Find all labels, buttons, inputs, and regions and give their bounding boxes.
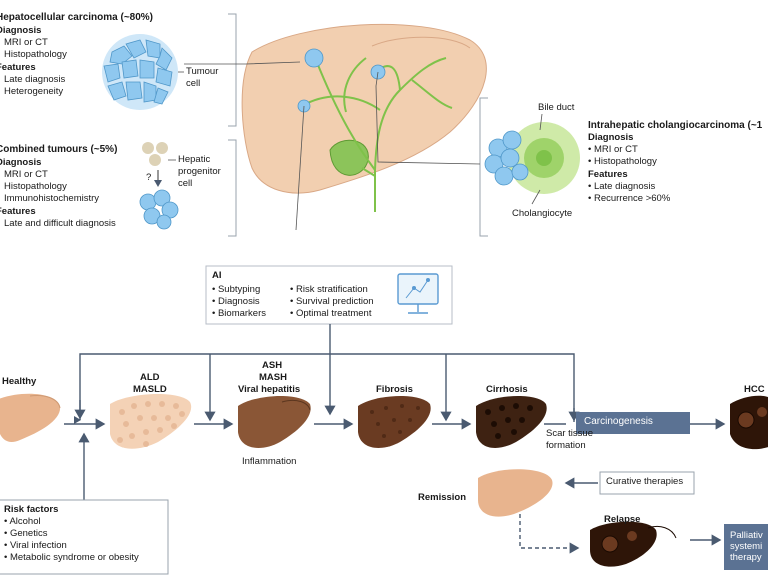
hcc-feat-heading: Features bbox=[0, 62, 36, 73]
risk-item-metabolic: • Metabolic syndrome or obesity bbox=[4, 552, 139, 563]
combined-diag-3: Immunohistochemistry bbox=[4, 193, 100, 204]
ai-item-biomarkers: • Biomarkers bbox=[212, 308, 267, 319]
progenitor-cell-label: Hepatic progenitor cell bbox=[178, 154, 221, 189]
stage-masld: MASLD bbox=[133, 384, 167, 395]
inflammation-label: Inflammation bbox=[242, 456, 297, 467]
combined-diag-2: Histopathology bbox=[4, 181, 67, 192]
ai-item-subtyping: • Subtyping bbox=[212, 284, 261, 295]
hcc-bracket bbox=[228, 13, 237, 127]
curative-box bbox=[599, 471, 695, 495]
stage-cirrhosis: Cirrhosis bbox=[486, 384, 528, 395]
remission-liver bbox=[478, 469, 553, 517]
palliative-label: Palliativ systemi therapy bbox=[730, 530, 763, 563]
icc-diag-heading: Diagnosis bbox=[588, 132, 634, 143]
risk-item-genetics: • Genetics bbox=[4, 528, 48, 539]
inflamed-liver bbox=[238, 395, 311, 448]
combined-diag-heading: Diagnosis bbox=[0, 157, 42, 168]
hcc-liver bbox=[730, 395, 768, 450]
tumour-cell-label: Tumour cell bbox=[186, 66, 219, 89]
combined-feat-1: Late and difficult diagnosis bbox=[4, 218, 116, 229]
remission-label: Remission bbox=[418, 492, 467, 503]
carcinogenesis-box bbox=[576, 412, 690, 434]
hcc-diag-1: MRI or CT bbox=[4, 37, 48, 48]
combined-bracket bbox=[228, 139, 237, 237]
hcc-diag-2: Histopathology bbox=[4, 49, 67, 60]
combined-title: Combined tumours (~5%) bbox=[0, 144, 118, 155]
central-liver-illustration bbox=[241, 23, 487, 212]
icc-diag-1: • MRI or CT bbox=[588, 144, 638, 155]
carcinogenesis-label: Carcinogenesis bbox=[584, 416, 653, 427]
stage-fibrosis: Fibrosis bbox=[376, 384, 413, 395]
stage-mash: MASH bbox=[259, 372, 287, 383]
stage-viral-hepatitis: Viral hepatitis bbox=[238, 384, 301, 395]
ai-item-diagnosis: • Diagnosis bbox=[212, 296, 260, 307]
cholangiocyte-label: Cholangiocyte bbox=[512, 208, 573, 219]
curative-label: Curative therapies bbox=[606, 476, 684, 487]
icc-feat-1: • Late diagnosis bbox=[588, 181, 656, 192]
hepatic-progenitor-cells bbox=[139, 142, 179, 230]
combined-feat-heading: Features bbox=[0, 206, 36, 217]
relapse-liver bbox=[590, 521, 677, 567]
relapse-label: Relapse bbox=[604, 514, 641, 525]
palliative-box bbox=[724, 524, 768, 570]
bile-duct-cross-section bbox=[484, 122, 580, 194]
risk-item-alcohol: • Alcohol bbox=[4, 516, 41, 527]
cirrhotic-liver bbox=[476, 395, 547, 448]
stage-hcc: HCC bbox=[744, 384, 765, 395]
fatty-liver bbox=[110, 393, 192, 449]
hcc-title: Hepatocellular carcinoma (~80%) bbox=[0, 12, 154, 23]
icc-diag-2: • Histopathology bbox=[588, 156, 657, 167]
stage-ash: ASH bbox=[262, 360, 283, 371]
healthy-liver bbox=[0, 393, 61, 442]
hcc-feat-1: Late diagnosis bbox=[4, 74, 66, 85]
tumour-cell-cluster bbox=[102, 34, 178, 110]
risk-box bbox=[0, 499, 169, 575]
risk-title: Risk factors bbox=[4, 504, 59, 515]
bile-duct-label: Bile duct bbox=[538, 102, 575, 113]
ai-item-survival-prediction: • Survival prediction bbox=[290, 296, 374, 307]
icc-bracket bbox=[479, 97, 488, 237]
hcc-feat-2: Heterogeneity bbox=[4, 86, 64, 97]
stage-ald: ALD bbox=[140, 372, 160, 383]
icc-title: Intrahepatic cholangiocarcinoma (~1 bbox=[588, 120, 763, 131]
ai-item-risk-stratification: • Risk stratification bbox=[290, 284, 368, 295]
ai-title: AI bbox=[212, 270, 222, 281]
risk-item-viral: • Viral infection bbox=[4, 540, 67, 551]
question-mark: ? bbox=[146, 172, 152, 183]
icc-feat-heading: Features bbox=[588, 169, 628, 180]
scar-tissue-label: Scar tissue formation bbox=[546, 428, 593, 451]
hcc-diag-heading: Diagnosis bbox=[0, 25, 42, 36]
ai-monitor-icon bbox=[397, 273, 439, 314]
stage-healthy: Healthy bbox=[2, 376, 37, 387]
combined-diag-1: MRI or CT bbox=[4, 169, 48, 180]
ai-item-optimal-treatment: • Optimal treatment bbox=[290, 308, 372, 319]
icc-feat-2: • Recurrence >60% bbox=[588, 193, 671, 204]
fibrotic-liver bbox=[358, 395, 431, 448]
